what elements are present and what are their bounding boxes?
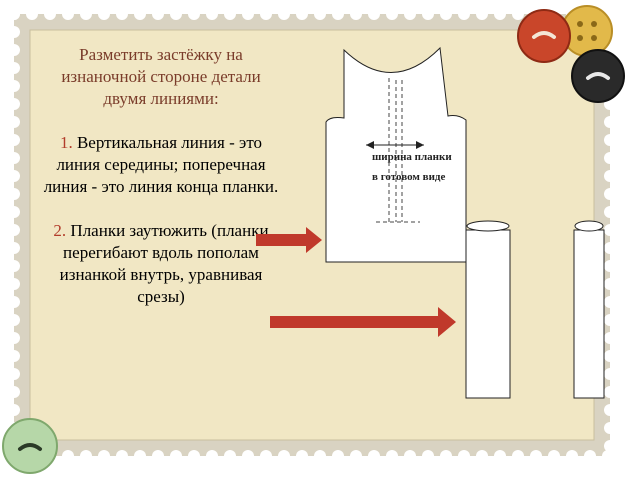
red-button-icon — [517, 9, 571, 63]
step-2: 2. Планки заутюжить (планки перегибают в… — [40, 220, 282, 308]
black-button-icon — [571, 49, 625, 103]
step-2-number: 2. — [53, 221, 67, 240]
bodice-pattern — [325, 46, 467, 263]
arrow-2 — [270, 307, 456, 337]
instruction-text: Разметить застёжку на изнаночной стороне… — [40, 44, 282, 330]
step-1-text: Вертикальная линия - это линия середины;… — [43, 133, 279, 196]
step-1: 1. Вертикальная линия - это линия середи… — [40, 132, 282, 198]
step-2-text: Планки заутюжить (планки перегибают вдол… — [59, 221, 269, 306]
green-button-icon — [2, 418, 58, 474]
facing-strip-left — [465, 220, 511, 399]
step-1-number: 1. — [59, 133, 73, 152]
arrow-1 — [256, 227, 322, 253]
label-width-line1: ширина планки — [372, 151, 452, 163]
slide-heading: Разметить застёжку на изнаночной стороне… — [61, 45, 261, 108]
label-width-line2: в готовом виде — [372, 171, 445, 183]
facing-strip-right — [573, 220, 605, 399]
